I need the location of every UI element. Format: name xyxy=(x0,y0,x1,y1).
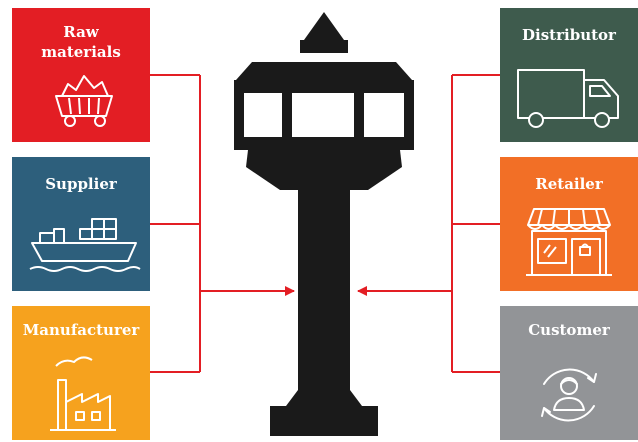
supplier-label: Supplier xyxy=(45,175,117,193)
factory-icon xyxy=(50,356,116,431)
retailer-label: Retailer xyxy=(535,175,603,193)
raw-materials-box: Raw materials xyxy=(12,8,150,142)
customer-cycle-icon xyxy=(541,368,597,422)
customer-box: Customer xyxy=(500,306,638,440)
raw-materials-label: Raw materials xyxy=(41,23,121,61)
storefront-icon xyxy=(526,208,612,276)
delivery-truck-icon xyxy=(517,69,619,128)
customer-label: Customer xyxy=(528,321,610,339)
mine-cart-icon xyxy=(55,75,113,127)
cargo-ship-icon xyxy=(29,218,141,272)
retailer-box: Retailer xyxy=(500,157,638,291)
distributor-label: Distributor xyxy=(522,26,616,44)
manufacturer-label: Manufacturer xyxy=(22,321,140,339)
manufacturer-box: Manufacturer xyxy=(12,306,150,440)
distributor-box: Distributor xyxy=(500,8,638,142)
supplier-box: Supplier xyxy=(12,157,150,291)
